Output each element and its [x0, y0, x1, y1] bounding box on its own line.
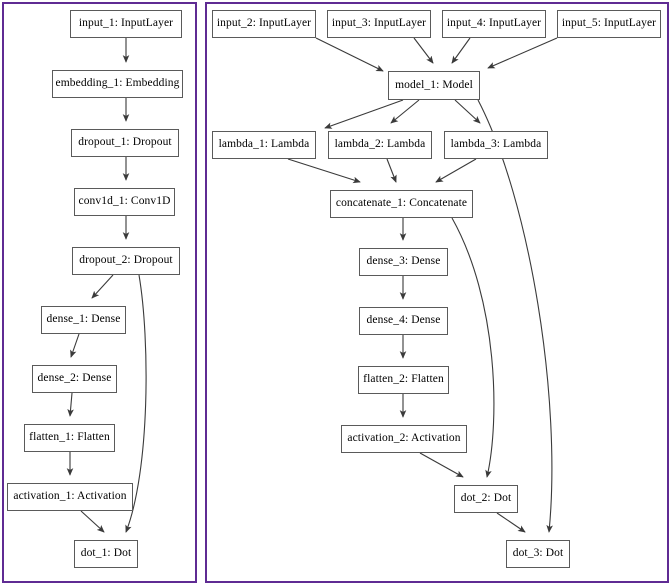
- graph-node-label: input_5: InputLayer: [561, 17, 657, 30]
- graph-node-label: dense_4: Dense: [366, 314, 441, 327]
- graph-node-label: model_1: Model: [395, 78, 473, 91]
- graph-node-input_5[interactable]: input_5: InputLayer: [557, 10, 661, 38]
- graph-node-concatenate_1[interactable]: concatenate_1: Concatenate: [330, 190, 473, 218]
- graph-node-dropout_1[interactable]: dropout_1: Dropout: [71, 129, 179, 157]
- graph-node-input_4[interactable]: input_4: InputLayer: [442, 10, 546, 38]
- graph-node-model_1[interactable]: model_1: Model: [388, 71, 480, 100]
- graph-node-label: lambda_2: Lambda: [334, 138, 426, 151]
- graph-node-label: concatenate_1: Concatenate: [335, 197, 468, 210]
- graph-node-input_2[interactable]: input_2: InputLayer: [212, 10, 316, 38]
- graph-node-flatten_2[interactable]: flatten_2: Flatten: [358, 366, 449, 394]
- graph-node-label: dense_2: Dense: [37, 372, 112, 385]
- graph-node-activation_2[interactable]: activation_2: Activation: [341, 425, 467, 453]
- graph-node-label: lambda_1: Lambda: [218, 138, 310, 151]
- graph-node-dense_1[interactable]: dense_1: Dense: [41, 306, 126, 334]
- graph-node-label: dropout_1: Dropout: [78, 136, 172, 149]
- graph-node-dense_2[interactable]: dense_2: Dense: [32, 365, 117, 393]
- graph-node-label: embedding_1: Embedding: [55, 77, 180, 90]
- graph-node-label: dot_2: Dot: [460, 492, 512, 505]
- graph-node-label: input_2: InputLayer: [216, 17, 312, 30]
- graph-node-label: input_1: InputLayer: [78, 17, 174, 30]
- graph-node-input_3[interactable]: input_3: InputLayer: [327, 10, 431, 38]
- graph-node-label: dot_3: Dot: [512, 547, 564, 560]
- graph-node-dot_2[interactable]: dot_2: Dot: [454, 485, 518, 513]
- graph-node-label: input_3: InputLayer: [331, 17, 427, 30]
- graph-node-dense_4[interactable]: dense_4: Dense: [359, 307, 448, 335]
- graph-node-lambda_2[interactable]: lambda_2: Lambda: [328, 131, 432, 159]
- graph-node-label: flatten_1: Flatten: [29, 431, 110, 444]
- graph-node-flatten_1[interactable]: flatten_1: Flatten: [24, 424, 115, 452]
- graph-node-lambda_1[interactable]: lambda_1: Lambda: [212, 131, 316, 159]
- graph-node-label: dense_1: Dense: [46, 313, 121, 326]
- graph-node-label: dropout_2: Dropout: [79, 254, 173, 267]
- graph-node-lambda_3[interactable]: lambda_3: Lambda: [444, 131, 548, 159]
- graph-node-conv1d_1[interactable]: conv1d_1: Conv1D: [74, 188, 175, 216]
- graph-node-label: flatten_2: Flatten: [363, 373, 444, 386]
- graph-node-dot_3[interactable]: dot_3: Dot: [506, 540, 570, 568]
- graph-node-label: dense_3: Dense: [366, 255, 441, 268]
- graph-node-embedding_1[interactable]: embedding_1: Embedding: [52, 70, 183, 98]
- graph-node-label: activation_1: Activation: [13, 490, 127, 503]
- graph-node-label: dot_1: Dot: [80, 547, 132, 560]
- graph-node-label: activation_2: Activation: [347, 432, 461, 445]
- graph-node-label: conv1d_1: Conv1D: [78, 195, 171, 208]
- graph-node-dot_1[interactable]: dot_1: Dot: [74, 540, 138, 568]
- graph-node-label: input_4: InputLayer: [446, 17, 542, 30]
- graph-node-input_1[interactable]: input_1: InputLayer: [70, 10, 182, 38]
- graph-node-dense_3[interactable]: dense_3: Dense: [359, 248, 448, 276]
- graph-node-label: lambda_3: Lambda: [450, 138, 542, 151]
- graph-node-activation_1[interactable]: activation_1: Activation: [7, 483, 133, 511]
- graph-node-dropout_2[interactable]: dropout_2: Dropout: [72, 247, 180, 275]
